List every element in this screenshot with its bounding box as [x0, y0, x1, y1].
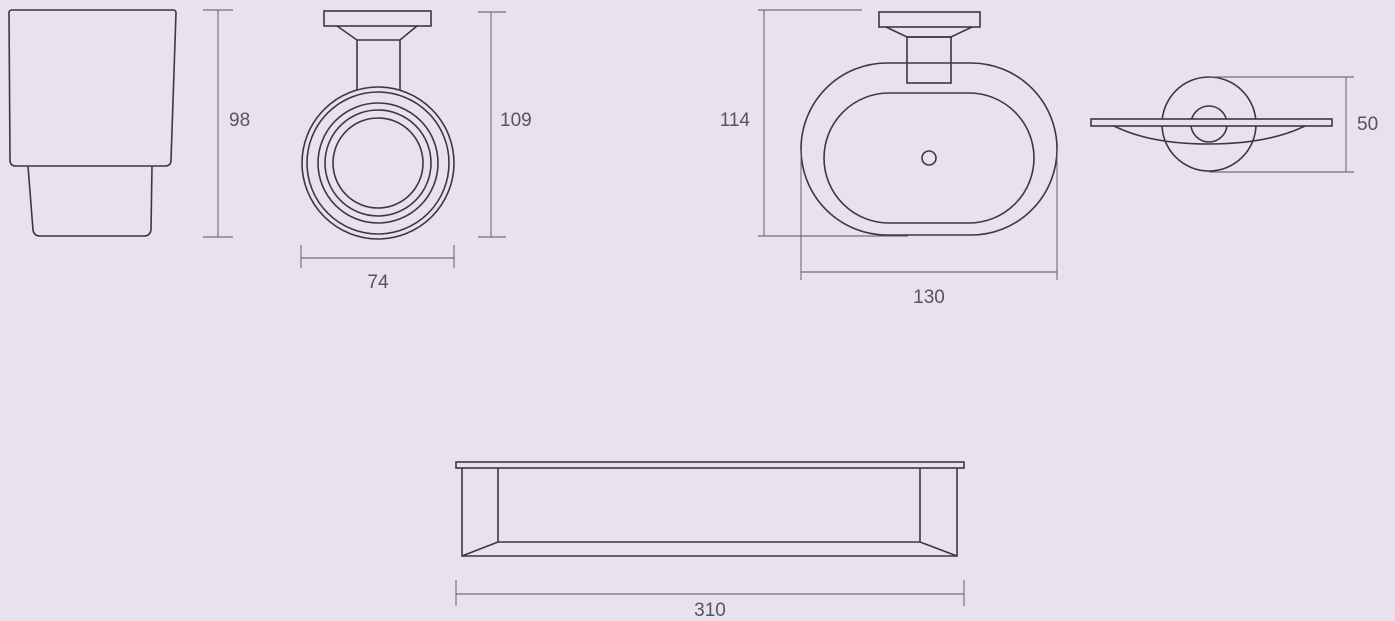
shelf-inner-frame: [497, 468, 921, 543]
soap-width-dimension: 130: [800, 150, 1058, 308]
soap-width-label: 130: [913, 287, 945, 308]
holder-width-label: 74: [367, 272, 389, 293]
soap-dish-outer: [800, 62, 1058, 236]
soap-drain-hole: [921, 150, 937, 166]
holder-arm: [356, 40, 401, 90]
shelf-width-label: 310: [694, 600, 726, 621]
tumbler-lower: [27, 165, 153, 237]
holder-width-dimension: 74: [300, 245, 455, 293]
holder-ring-inner: [332, 117, 424, 209]
holder-ring-2: [306, 91, 450, 235]
tumbler-holder-drawing: [301, 10, 455, 240]
tumbler-upper: [8, 9, 177, 167]
holder-ring-3: [317, 102, 439, 224]
holder-ring-4: [324, 109, 432, 217]
soap-wall-plate: [878, 11, 981, 28]
soap-plate-bevel: [885, 26, 973, 38]
soap-dish-inner: [823, 92, 1035, 224]
soap-side-label: 50: [1357, 114, 1378, 135]
tumbler-drawing: [8, 9, 177, 237]
shelf-outer-frame: [461, 468, 958, 557]
holder-plate-bevel: [336, 25, 418, 41]
soap-arm: [906, 36, 952, 84]
side-dish-rim: [1090, 118, 1333, 127]
soap-dish-drawing: [800, 11, 1058, 236]
cup-height-dimension: 98: [203, 9, 250, 238]
holder-wall-plate: [323, 10, 432, 27]
soap-dish-side-drawing: [1090, 76, 1333, 172]
soap-height-label: 114: [720, 110, 751, 131]
cup-height-label: 98: [229, 110, 250, 131]
soap-height-dimension: 114: [720, 9, 908, 237]
shelf-width-dimension: 310: [455, 580, 965, 621]
shelf-bevel-corners: [461, 541, 958, 557]
holder-height-label: 109: [500, 110, 532, 131]
holder-height-dimension: 109: [478, 11, 532, 238]
soap-side-dimension: 50: [1209, 76, 1378, 173]
shelf-top-rail: [455, 461, 965, 469]
side-dish-bowl: [1113, 125, 1306, 145]
shelf-drawing: [455, 461, 965, 557]
